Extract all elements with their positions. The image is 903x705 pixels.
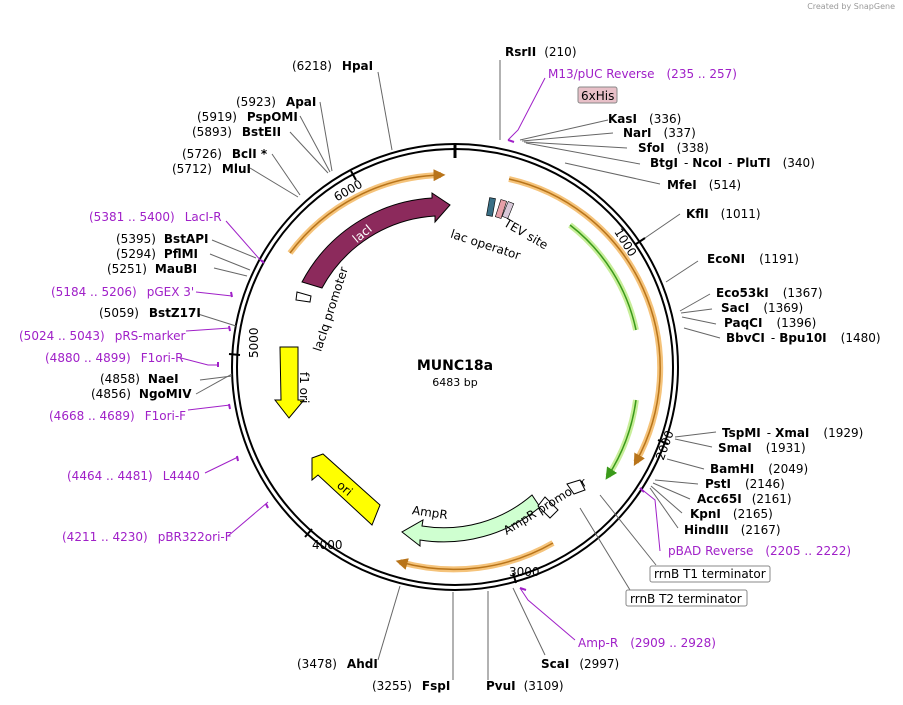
orf-arcs (287, 169, 664, 573)
site-hindiii: HindIII(2167) (684, 523, 781, 537)
site-kasi: KasI(336) (608, 112, 681, 126)
site-pspomi: (5919)PspOMI (197, 110, 298, 124)
ring-ticks (228, 170, 669, 584)
primer-l4440: (4464 .. 4481)L4440 (67, 469, 200, 483)
site-pvui: PvuI(3109) (486, 679, 564, 693)
site-acc65i: Acc65I(2161) (697, 492, 792, 506)
label-6xhis-box (577, 86, 618, 104)
site-btgi-ncoi-pluti: BtgI-NcoI-PluTI(340) (650, 156, 815, 170)
tick-label-5000: 5000 (247, 327, 261, 358)
primer-leaders (180, 77, 661, 641)
site-bstapi: (5395)BstAPI (116, 232, 208, 246)
feature-laci (301, 192, 451, 289)
label-rrnb-t2: rrnB T2 terminator (630, 592, 742, 606)
site-kfli: KflI(1011) (686, 207, 761, 221)
site-ngomiv: (4856)NgoMIV (91, 387, 192, 401)
feature-f1ori (273, 346, 306, 419)
site-scai: ScaI(2997) (541, 657, 619, 671)
feature-small-marker (566, 479, 586, 495)
primer-amp-r: Amp-R(2909 .. 2928) (578, 636, 716, 650)
tick-label-3000: 3000 (509, 565, 540, 579)
site-tspmi-xmai: TspMI-XmaI(1929) (722, 426, 863, 440)
site-naei: (4858)NaeI (100, 372, 179, 386)
primer-pbr322ori-f: (4211 .. 4230)pBR322ori-F (62, 530, 232, 544)
site-paqci: PaqCI(1396) (724, 316, 816, 330)
backbone (231, 143, 679, 591)
feature-laciq-promoter (295, 291, 312, 303)
site-leaders (195, 60, 721, 680)
site-fspi: (3255)FspI (372, 679, 450, 693)
primer-m13-puc-reverse: M13/pUC Reverse(235 .. 257) (548, 67, 737, 81)
site-mfei: MfeI(514) (667, 178, 741, 192)
primer-pgex-3: (5184 .. 5206)pGEX 3' (51, 285, 194, 299)
site-psti: PstI(2146) (705, 477, 785, 491)
site-pflmi: (5294)PflMI (116, 247, 198, 261)
plasmid-length: 6483 bp (432, 376, 477, 389)
feature-tev-site-marker-2 (501, 201, 515, 219)
feature-label-f1ori: f1 ori (297, 372, 311, 403)
primer-laci-r: (5381 .. 5400)LacI-R (89, 210, 222, 224)
snapgene-watermark: Created by SnapGene (807, 2, 895, 11)
label-rrnb-t1-box (649, 565, 771, 583)
site-eco53ki: Eco53kI(1367) (716, 286, 823, 300)
site-bcli: (5726)BclI * (182, 147, 268, 161)
site-nari: NarI(337) (623, 126, 696, 140)
tick-label-2000: 2000 (653, 429, 677, 462)
site-bbvci-bpu10i: BbvCI-Bpu10I(1480) (726, 331, 881, 345)
feature-tev-site-marker-1 (494, 199, 508, 219)
label-rrnb-t2-box (625, 589, 748, 607)
site-hpai: (6218)HpaI (292, 59, 373, 73)
label-rrnb-t1: rrnB T1 terminator (654, 567, 766, 581)
site-smai: SmaI(1931) (718, 441, 806, 455)
site-sfoi: SfoI(338) (638, 141, 709, 155)
primer-marks (217, 139, 645, 591)
feature-ampr-promoter (537, 496, 559, 519)
primer-f1ori-r: (4880 .. 4899)F1ori-R (45, 351, 184, 365)
site-maubi: (5251)MauBI (107, 262, 197, 276)
primer-f1ori-f: (4668 .. 4689)F1ori-F (49, 409, 186, 423)
feature-ori (311, 453, 381, 526)
site-econi: EcoNI(1191) (707, 252, 799, 266)
site-bsteii: (5893)BstEII (192, 125, 281, 139)
primer-prs-marker: (5024 .. 5043)pRS-marker (19, 329, 185, 343)
feature-label-ampr: AmpR (411, 503, 448, 522)
plasmid-name: MUNC18a (417, 358, 493, 374)
site-saci: SacI(1369) (721, 301, 803, 315)
primer-pbad-reverse: pBAD Reverse(2205 .. 2222) (668, 544, 851, 558)
site-rsrii: RsrII(210) (505, 45, 577, 59)
site-mlui: (5712)MluI (172, 162, 251, 176)
site-bamhi: BamHI(2049) (710, 462, 808, 476)
site-ahdi: (3478)AhdI (297, 657, 378, 671)
feature-lac-operator-marker (486, 197, 496, 217)
feature-ampr (401, 494, 541, 548)
site-kpni: KpnI(2165) (690, 507, 773, 521)
site-apai: (5923)ApaI (236, 95, 316, 109)
site-bstz17i: (5059)BstZ17I (99, 306, 201, 320)
label-6xhis: 6xHis (581, 89, 614, 103)
tick-label-4000: 4000 (312, 538, 343, 552)
